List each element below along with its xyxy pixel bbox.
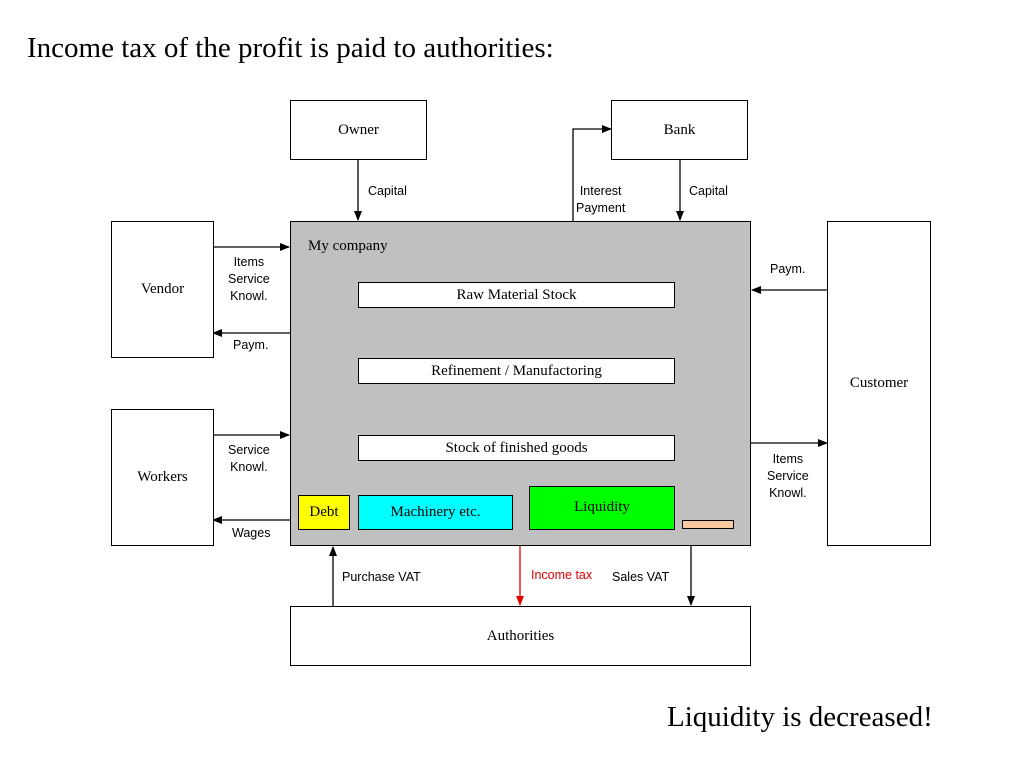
sales-vat-label: Sales VAT bbox=[612, 570, 670, 584]
purchase-vat-label: Purchase VAT bbox=[342, 570, 421, 584]
customer-items-line2: Service bbox=[767, 469, 809, 483]
finished-goods-box: Stock of finished goods bbox=[358, 435, 675, 461]
workers-box: Workers bbox=[111, 409, 214, 546]
vendor-paym-label: Paym. bbox=[233, 338, 269, 352]
liquidity-decrease-bar bbox=[682, 520, 734, 529]
workers-service-line1: Service bbox=[228, 443, 270, 457]
vendor-items-label: Items Service Knowl. bbox=[228, 254, 270, 305]
arrow-interest-payment bbox=[572, 125, 612, 221]
liquidity-box: Liquidity bbox=[529, 486, 675, 530]
machinery-box: Machinery etc. bbox=[358, 495, 513, 530]
customer-items-line3: Knowl. bbox=[769, 486, 807, 500]
workers-service-label: Service Knowl. bbox=[228, 442, 270, 476]
workers-service-line2: Knowl. bbox=[230, 460, 268, 474]
owner-capital-label: Capital bbox=[368, 184, 407, 198]
my-company-label: My company bbox=[308, 238, 388, 254]
conclusion-text: Liquidity is decreased! bbox=[667, 701, 933, 733]
vendor-items-line1: Items bbox=[233, 255, 265, 269]
slide-title: Income tax of the profit is paid to auth… bbox=[27, 32, 554, 64]
vendor-items-line2: Service bbox=[228, 272, 270, 286]
refinement-box: Refinement / Manufactoring bbox=[358, 358, 675, 384]
customer-paym-label: Paym. bbox=[770, 262, 806, 276]
customer-items-line1: Items bbox=[772, 452, 804, 466]
raw-material-stock-box: Raw Material Stock bbox=[358, 282, 675, 308]
interest-payment-label: Interest Payment bbox=[576, 183, 625, 217]
customer-items-label: Items Service Knowl. bbox=[767, 451, 809, 502]
customer-box: Customer bbox=[827, 221, 931, 546]
bank-box: Bank bbox=[611, 100, 748, 160]
wages-label: Wages bbox=[232, 526, 271, 540]
debt-box: Debt bbox=[298, 495, 350, 530]
vendor-box: Vendor bbox=[111, 221, 214, 358]
bank-capital-label: Capital bbox=[689, 184, 728, 198]
vendor-items-line3: Knowl. bbox=[230, 289, 268, 303]
income-tax-label: Income tax bbox=[531, 568, 593, 582]
authorities-box: Authorities bbox=[290, 606, 751, 666]
interest-label-line2: Payment bbox=[576, 201, 626, 215]
owner-box: Owner bbox=[290, 100, 427, 160]
interest-label-line1: Interest bbox=[579, 184, 622, 198]
